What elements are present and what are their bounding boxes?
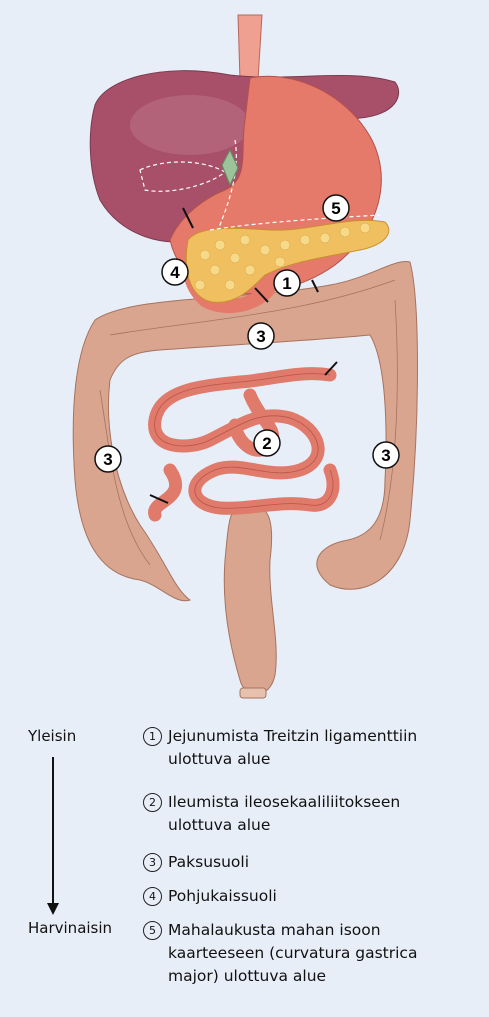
digestive-tract-illustration: 1 2 3 3 3 4 5 [0, 0, 489, 700]
legend-text: Ileumista ileosekaaliliitokseen ulottuva… [168, 791, 468, 837]
legend-text: Jejunumista Treitzin ligamenttiin ulottu… [168, 725, 468, 771]
svg-text:4: 4 [170, 263, 180, 282]
legend-item-3: 3 Paksusuoli [143, 851, 468, 874]
legend-marker: 1 [143, 727, 162, 746]
frequency-arrow-head [47, 903, 59, 915]
svg-text:3: 3 [256, 327, 265, 346]
small-intestine [155, 374, 334, 515]
legend-marker: 5 [143, 921, 162, 940]
callout-3-right: 3 [373, 442, 399, 468]
svg-text:5: 5 [331, 199, 340, 218]
callout-5: 5 [323, 195, 349, 221]
esophagus [238, 15, 262, 80]
legend-text: Mahalaukusta mahan isoon kaarteeseen (cu… [168, 919, 468, 988]
callout-4: 4 [162, 259, 188, 285]
svg-text:1: 1 [282, 274, 291, 293]
legend-text: Pohjukaissuoli [168, 885, 468, 908]
rectum [224, 504, 276, 694]
legend-marker: 4 [143, 887, 162, 906]
svg-text:3: 3 [103, 450, 112, 469]
legend-text: Paksusuoli [168, 851, 468, 874]
most-common-label: Yleisin [28, 727, 76, 745]
callout-3-top: 3 [248, 323, 274, 349]
svg-text:3: 3 [381, 446, 390, 465]
legend-item-2: 2 Ileumista ileosekaaliliitokseen ulottu… [143, 791, 468, 837]
legend-item-4: 4 Pohjukaissuoli [143, 885, 468, 908]
legend-item-1: 1 Jejunumista Treitzin ligamenttiin ulot… [143, 725, 468, 771]
legend-marker: 2 [143, 793, 162, 812]
callout-3-left: 3 [95, 446, 121, 472]
legend-marker: 3 [143, 853, 162, 872]
callout-1: 1 [274, 270, 300, 296]
least-common-label: Harvinaisin [28, 919, 112, 937]
legend-item-5: 5 Mahalaukusta mahan isoon kaarteeseen (… [143, 919, 468, 988]
svg-text:2: 2 [262, 434, 271, 453]
callout-2: 2 [254, 430, 280, 456]
legend: Yleisin Harvinaisin 1 Jejunumista Treitz… [0, 705, 489, 1005]
frequency-arrow-shaft [52, 757, 54, 911]
